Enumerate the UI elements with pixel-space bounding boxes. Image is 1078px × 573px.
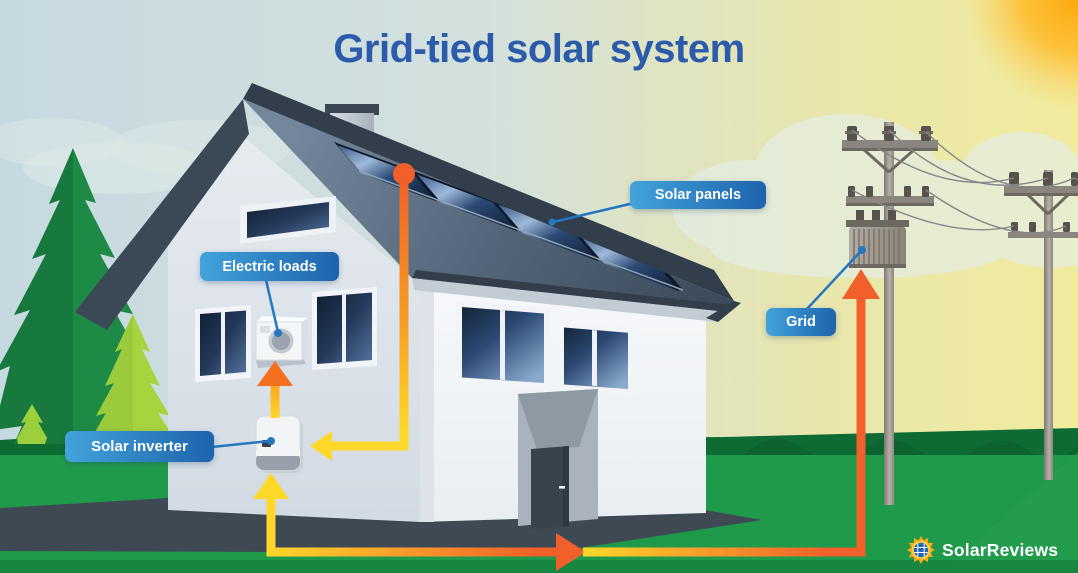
window-gable-right [312,287,377,370]
solar-to-inverter-cable [322,180,409,451]
roof-edge-shadow [412,270,731,312]
grid-feed-arrowhead [842,269,880,299]
solarreviews-logo: SolarReviews [906,535,1058,565]
energy-flow [253,163,880,571]
label-grid: Grid [766,308,836,336]
inverter-device [255,415,303,473]
house-shadow [0,498,762,553]
pine-tree-light-shade [88,314,133,444]
grid-to-inverter-arrowhead [253,473,289,499]
inverter-to-loads-arrowhead [257,361,293,386]
sun-icon [963,0,1078,110]
label-grid-text: Grid [786,314,816,330]
label-solar-inverter-text: Solar inverter [91,438,188,455]
ac-unit [255,316,308,368]
utility-pole-right [1004,170,1078,480]
page-title: Grid-tied solar system [333,27,745,71]
roof-far-slope [243,83,734,301]
roof-rake-band [75,99,249,330]
pine-tree-small [17,404,47,444]
logo-text: SolarReviews [942,539,1059,560]
callout-connectors [211,201,866,449]
house-to-grid-arrowhead [556,533,586,571]
roof-right-tip [706,301,741,322]
grid-feed-line [583,284,866,557]
door [518,389,598,529]
solar-to-inverter-arrowhead [310,431,332,461]
cable-origin-dot [393,163,415,185]
sun-solar-panel-icon [907,536,935,564]
power-lines [851,129,1078,234]
door-handle [559,486,565,489]
solar-panel-array [334,142,684,292]
front-wall-corner-shade [420,285,434,522]
label-electric-loads-text: Electric loads [222,258,317,275]
eave-band [412,276,730,322]
label-solar-panels: Solar panels [630,181,766,209]
window-front-left [456,301,550,389]
pine-tree-large-shade [0,148,73,444]
window-front-right [559,322,633,394]
trees [0,148,178,444]
attic-window [240,196,336,244]
transformer [846,210,909,268]
window-gable-left [195,305,251,382]
label-solar-inverter: Solar inverter [65,431,214,462]
label-solar-panels-text: Solar panels [654,187,742,203]
label-electric-loads: Electric loads [200,252,339,281]
power-grid [842,122,1078,505]
utility-pole-left [842,122,938,505]
